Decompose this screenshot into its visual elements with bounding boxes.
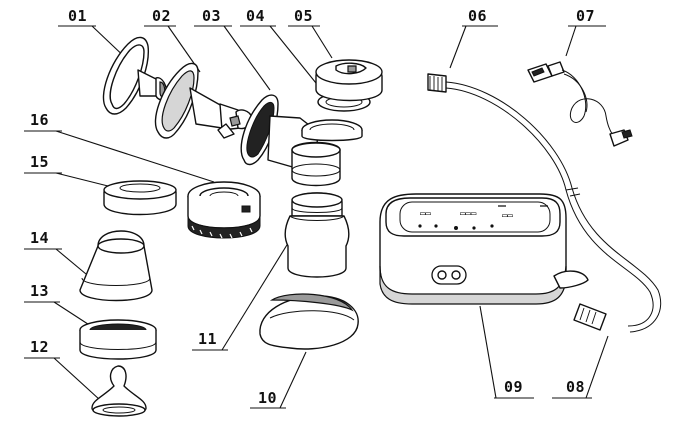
- leader-line-16: [55, 130, 215, 183]
- leader-line-03: [223, 25, 271, 91]
- leader-line-14: [55, 248, 87, 275]
- part-09-pump-unit: ▭▭ ▭▭▭ ▭▭: [379, 193, 589, 305]
- leader-line-09: [479, 305, 497, 399]
- part-15-bottle-lid: [103, 180, 177, 216]
- callout-04: 04: [240, 7, 321, 89]
- callout-08: 08: [552, 335, 609, 399]
- callout-06: 06: [449, 7, 498, 69]
- air-port-socket: [431, 265, 467, 285]
- display-segment-left: ▭▭: [420, 209, 431, 219]
- callout-16: 16: [24, 111, 215, 183]
- callout-label-14: 14: [30, 229, 49, 247]
- leader-line-15: [55, 172, 109, 187]
- button-dot-4[interactable]: [472, 226, 476, 230]
- callout-10: 10: [250, 351, 307, 409]
- callout-label-09: 09: [504, 378, 523, 396]
- callout-label-10: 10: [258, 389, 277, 407]
- display-segment-right: ▭▭: [502, 211, 513, 221]
- leader-line-07: [565, 25, 577, 57]
- callout-label-12: 12: [30, 338, 49, 356]
- button-dot-1[interactable]: [418, 224, 422, 228]
- tube-connector-06: [427, 73, 447, 93]
- tube-connector-08: [573, 303, 607, 331]
- part-07-usb-cable: [527, 61, 633, 147]
- leader-line-10: [279, 351, 307, 409]
- part-04-diaphragm: [301, 119, 363, 142]
- callout-label-02: 02: [152, 7, 171, 25]
- port-hole-left: [437, 270, 447, 280]
- part-02-breast-shield: [154, 62, 253, 139]
- callout-09: 09: [479, 305, 534, 399]
- usb-cord: [561, 69, 619, 141]
- callout-label-03: 03: [202, 7, 221, 25]
- leader-line-08: [585, 335, 609, 399]
- callout-05: 05: [288, 7, 333, 59]
- callout-label-07: 07: [576, 7, 595, 25]
- callout-label-04: 04: [246, 7, 265, 25]
- callout-label-01: 01: [68, 7, 87, 25]
- part-11-milk-bottle: [284, 192, 350, 278]
- part-01-silicone-cushion: [102, 36, 168, 115]
- part-12-nipple: [91, 365, 147, 417]
- callout-03: 03: [194, 7, 271, 91]
- callout-07: 07: [565, 7, 606, 57]
- tube-line: [445, 81, 662, 333]
- callout-13: 13: [24, 282, 95, 329]
- part-06-08-air-tube: [427, 73, 662, 333]
- port-hole-right: [451, 270, 461, 280]
- part-13-screw-ring: [79, 319, 157, 360]
- callout-label-11: 11: [198, 330, 217, 348]
- callout-label-05: 05: [294, 7, 313, 25]
- leader-line-11: [221, 239, 291, 351]
- display-segment-mid: ▭▭▭: [460, 209, 477, 219]
- callout-label-16: 16: [30, 111, 49, 129]
- part-10-bottle-stand: [259, 293, 359, 350]
- part-16-threaded-collar: [187, 181, 261, 239]
- cable-strap: [553, 270, 589, 289]
- leader-line-05: [311, 25, 333, 59]
- callout-11: 11: [192, 239, 291, 351]
- callout-02: 02: [144, 7, 201, 73]
- power-button-icon[interactable]: [454, 226, 458, 230]
- callout-label-06: 06: [468, 7, 487, 25]
- callout-12: 12: [24, 338, 101, 401]
- callout-label-13: 13: [30, 282, 49, 300]
- leader-line-04: [269, 25, 321, 89]
- leader-line-12: [53, 357, 101, 401]
- part-14-bottle-cap: [79, 230, 153, 302]
- part-05-diaphragm-cover: [315, 59, 383, 102]
- leader-line-06: [449, 25, 467, 69]
- button-dot-5[interactable]: [490, 224, 494, 228]
- callout-label-15: 15: [30, 153, 49, 171]
- callout-14: 14: [24, 229, 87, 275]
- button-dot-2[interactable]: [434, 224, 438, 228]
- callout-label-08: 08: [566, 378, 585, 396]
- callout-15: 15: [24, 153, 109, 187]
